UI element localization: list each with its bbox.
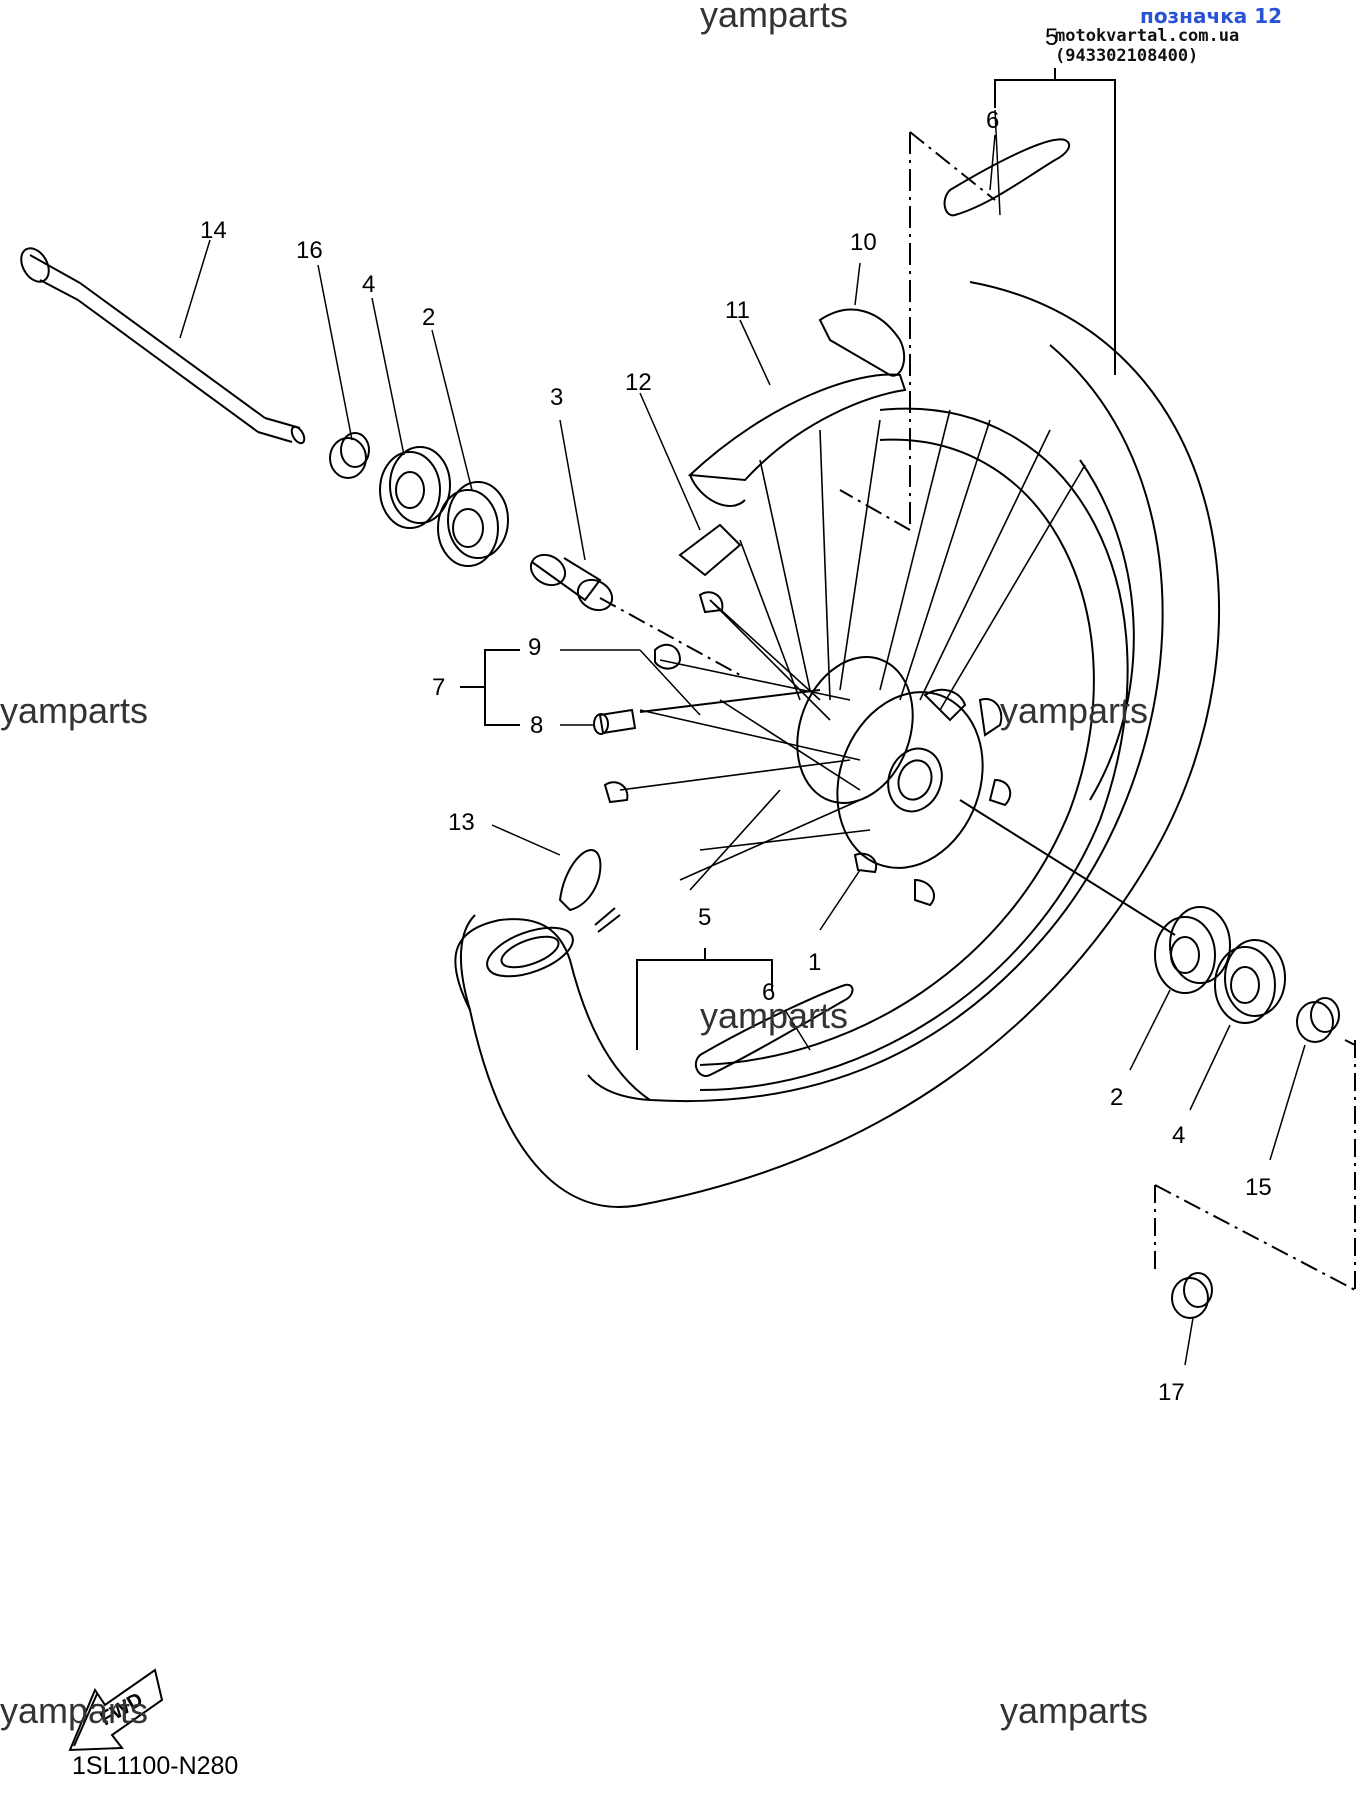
callout-7: 7 <box>432 674 445 701</box>
callout-4-right: 4 <box>1172 1122 1185 1149</box>
part-8-nipple <box>598 708 637 735</box>
callout-13: 13 <box>448 809 475 836</box>
callout-11: 11 <box>725 297 750 324</box>
tube-valve-inner <box>500 935 560 969</box>
callout-6-bottom: 6 <box>762 979 775 1006</box>
callout-9: 9 <box>528 634 541 661</box>
rim-band-12 <box>678 523 742 577</box>
callout-8: 8 <box>530 712 543 739</box>
part-16-collar <box>329 432 370 479</box>
spokes <box>619 409 1086 891</box>
callout-6-top: 6 <box>986 107 999 134</box>
hub-bore-inner <box>897 759 933 801</box>
watermark-center: yamparts <box>700 995 849 1036</box>
tube-valve-cap <box>558 849 602 912</box>
rim-lock-10 <box>818 308 906 377</box>
rim-band-11 <box>687 373 907 482</box>
callout-5-top: 5 <box>1045 24 1058 51</box>
hub-tab-1 <box>923 688 967 722</box>
part-6-bottom <box>694 983 854 1077</box>
watermark-right: yamparts <box>1000 690 1149 731</box>
axle-head <box>20 247 50 283</box>
callout-2-right: 2 <box>1110 1084 1123 1111</box>
diagram-code: 1SL1100-N280 <box>72 1752 239 1780</box>
axis-line-right <box>959 799 1176 936</box>
bracket-5-top <box>994 79 1116 375</box>
hub-flange <box>836 691 984 869</box>
part-3-collar-end-b <box>576 578 614 612</box>
rim-inner-2 <box>1079 459 1135 801</box>
tube-valve-base <box>486 926 574 978</box>
hub-tab-5 <box>853 852 878 874</box>
part-3-collar-body <box>531 557 602 602</box>
watermark-bottom-left: yamparts <box>0 1690 149 1731</box>
part-2-bearing-left <box>437 481 509 567</box>
callout-4-left: 4 <box>362 271 375 298</box>
spoke-nipple-a <box>698 591 724 614</box>
callouts: 1 2 2 3 4 4 5 5 6 6 7 8 9 10 11 12 13 14… <box>200 24 1272 1406</box>
part-9-head <box>654 643 682 670</box>
part-17-collar <box>1171 1272 1213 1319</box>
rim-band-11-b <box>689 474 746 507</box>
box-15-17-link <box>1344 1039 1356 1046</box>
part-9-spoke <box>639 689 821 713</box>
header-site: motokvartal.com.ua (943302108400) <box>1055 26 1240 66</box>
callout-12: 12 <box>625 369 652 396</box>
part-6-top <box>943 138 1071 217</box>
watermark-bottom-right: yamparts <box>1000 1690 1149 1731</box>
hub-tab-4 <box>914 878 935 907</box>
fwd-arrow-icon <box>68 1668 164 1752</box>
callout-10: 10 <box>850 229 877 256</box>
hub-tab-3 <box>988 778 1012 807</box>
callout-5-bottom: 5 <box>698 904 711 931</box>
bracket-5-top-dash-c <box>839 489 911 531</box>
watermark-left: yamparts <box>0 690 149 731</box>
part-4-seal-right <box>1214 939 1286 1024</box>
rim-outer <box>699 407 1129 1091</box>
axle-body <box>29 254 301 443</box>
tube-valve-stem <box>594 907 621 933</box>
axis-line-left <box>599 597 741 676</box>
callout-1: 1 <box>808 949 821 976</box>
box-15-17-top <box>1154 1184 1356 1291</box>
part-8-nipple-head <box>593 713 609 735</box>
spoke-nipple-b <box>603 781 629 804</box>
axle-tip <box>290 425 306 445</box>
hub-back-flange <box>796 656 914 804</box>
callout-17: 17 <box>1158 1379 1185 1406</box>
callout-3: 3 <box>550 384 563 411</box>
callout-14: 14 <box>200 217 227 244</box>
part-2-bearing-right <box>1154 906 1231 994</box>
tire-outline <box>460 281 1221 1208</box>
header-label: позначка 12 <box>1140 4 1283 28</box>
bracket-7 <box>484 649 520 726</box>
callout-2-left: 2 <box>422 304 435 331</box>
hub-bore-outer <box>887 747 943 813</box>
callout-16: 16 <box>296 237 323 264</box>
leader-lines <box>179 109 1306 1366</box>
part-15-collar <box>1296 997 1340 1043</box>
hub-tab-2 <box>978 698 1003 737</box>
callout-15: 15 <box>1245 1174 1272 1201</box>
bracket-5-top-dash-a <box>909 131 996 201</box>
part-4-seal-left <box>379 446 451 529</box>
watermark-top: yamparts <box>700 0 849 35</box>
tube-outline <box>454 918 651 1101</box>
part-3-collar-end-a <box>529 553 567 587</box>
rim-inner <box>699 438 1095 1066</box>
